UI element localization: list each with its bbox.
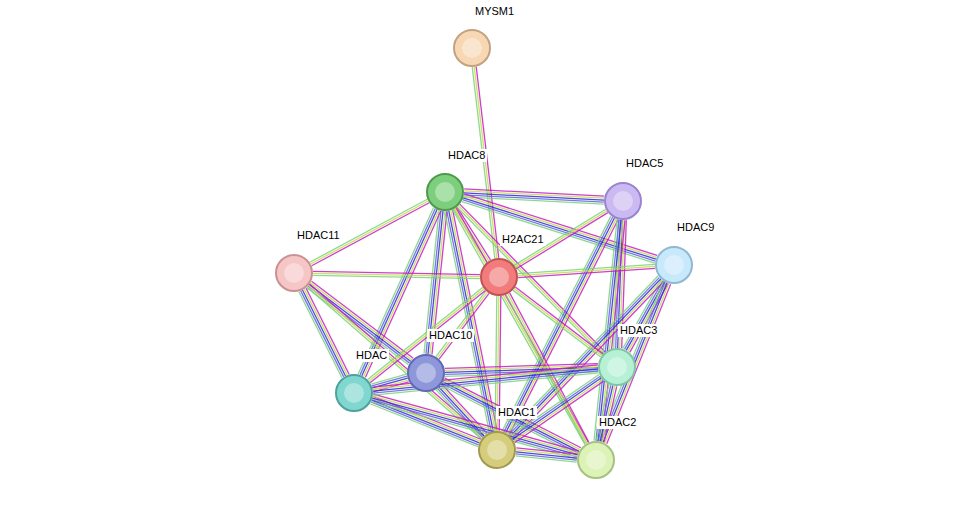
edge-axis bbox=[372, 398, 577, 455]
structure-icon bbox=[664, 255, 684, 275]
evidence-strand bbox=[458, 206, 603, 354]
interaction-edge bbox=[596, 385, 616, 443]
evidence-strand bbox=[371, 374, 406, 384]
evidence-strand bbox=[596, 220, 619, 441]
edge-axis bbox=[438, 292, 488, 358]
protein-node: HDAC2 bbox=[577, 441, 615, 479]
edge-axis bbox=[308, 285, 482, 437]
evidence-strand bbox=[301, 291, 344, 377]
evidence-strand bbox=[304, 289, 347, 375]
evidence-strand bbox=[518, 266, 655, 275]
interaction-edge bbox=[516, 448, 578, 462]
evidence-strand bbox=[313, 275, 480, 278]
evidence-strand bbox=[439, 293, 489, 359]
structure-icon bbox=[487, 440, 507, 460]
edge-axis bbox=[514, 289, 602, 356]
evidence-strand bbox=[308, 285, 482, 437]
protein-node: HDAC1 bbox=[478, 431, 516, 469]
protein-node: HDAC3 bbox=[598, 348, 636, 386]
edge-axis bbox=[518, 266, 655, 275]
protein-node: HDAC11 bbox=[275, 254, 313, 292]
protein-label: H2AC21 bbox=[500, 233, 546, 246]
structure-icon bbox=[462, 38, 482, 58]
edge-axis bbox=[464, 193, 604, 200]
evidence-strand bbox=[502, 216, 611, 431]
evidence-strand bbox=[515, 287, 603, 354]
evidence-strand bbox=[504, 217, 613, 432]
evidence-strand bbox=[451, 210, 495, 431]
protein-label: HDAC10 bbox=[427, 329, 474, 342]
protein-node: MYSM1 bbox=[453, 29, 491, 67]
interaction-edge bbox=[307, 284, 484, 439]
interaction-edge bbox=[371, 394, 579, 459]
evidence-strand bbox=[372, 398, 577, 455]
structure-icon bbox=[586, 450, 606, 470]
structure-icon bbox=[435, 182, 455, 202]
protein-label: HDAC bbox=[354, 349, 389, 362]
evidence-strand bbox=[596, 385, 609, 441]
evidence-strand bbox=[518, 268, 655, 277]
protein-label: HDAC9 bbox=[675, 221, 716, 234]
interaction-edge bbox=[518, 264, 655, 277]
evidence-strand bbox=[516, 456, 577, 462]
protein-node: HDAC8 bbox=[426, 173, 464, 211]
edge-axis bbox=[302, 290, 345, 376]
evidence-strand bbox=[373, 396, 578, 453]
edge-axis bbox=[313, 273, 480, 276]
evidence-strand bbox=[598, 385, 611, 441]
structure-icon bbox=[607, 357, 627, 377]
interaction-edge bbox=[313, 271, 480, 278]
interaction-edge bbox=[307, 281, 414, 364]
edge-axis bbox=[516, 452, 577, 458]
evidence-strand bbox=[372, 400, 577, 457]
structure-icon bbox=[284, 263, 304, 283]
protein-label: HDAC8 bbox=[446, 149, 487, 162]
evidence-strand bbox=[514, 289, 602, 356]
evidence-strand bbox=[438, 292, 488, 358]
protein-node: HDAC bbox=[335, 374, 373, 412]
protein-label: HDAC1 bbox=[496, 406, 537, 419]
protein-label: HDAC5 bbox=[624, 157, 665, 170]
evidence-strand bbox=[370, 290, 485, 382]
structure-icon bbox=[613, 191, 633, 211]
protein-label: MYSM1 bbox=[473, 5, 516, 18]
structure-icon bbox=[416, 363, 436, 383]
edge-axis bbox=[458, 206, 603, 354]
evidence-strand bbox=[373, 394, 578, 451]
protein-node: HDAC9 bbox=[655, 246, 693, 284]
evidence-strand bbox=[518, 264, 655, 273]
interaction-edge bbox=[453, 208, 589, 445]
evidence-strand bbox=[371, 402, 576, 459]
evidence-strand bbox=[299, 292, 342, 378]
protein-label: HDAC11 bbox=[295, 229, 342, 242]
protein-node: HDAC5 bbox=[604, 182, 642, 220]
evidence-strand bbox=[472, 67, 495, 258]
protein-node: H2AC21 bbox=[480, 258, 518, 296]
protein-label: HDAC3 bbox=[618, 324, 659, 337]
protein-node: HDAC10 bbox=[407, 354, 445, 392]
structure-icon bbox=[489, 267, 509, 287]
evidence-strand bbox=[302, 290, 345, 376]
protein-label: HDAC2 bbox=[597, 416, 638, 429]
structure-icon bbox=[344, 383, 364, 403]
interaction-edge bbox=[464, 189, 604, 204]
edge-axis bbox=[600, 386, 613, 442]
evidence-strand bbox=[306, 288, 349, 374]
interaction-edge bbox=[368, 287, 486, 382]
interaction-edge bbox=[436, 291, 489, 359]
interaction-edge bbox=[513, 287, 603, 357]
